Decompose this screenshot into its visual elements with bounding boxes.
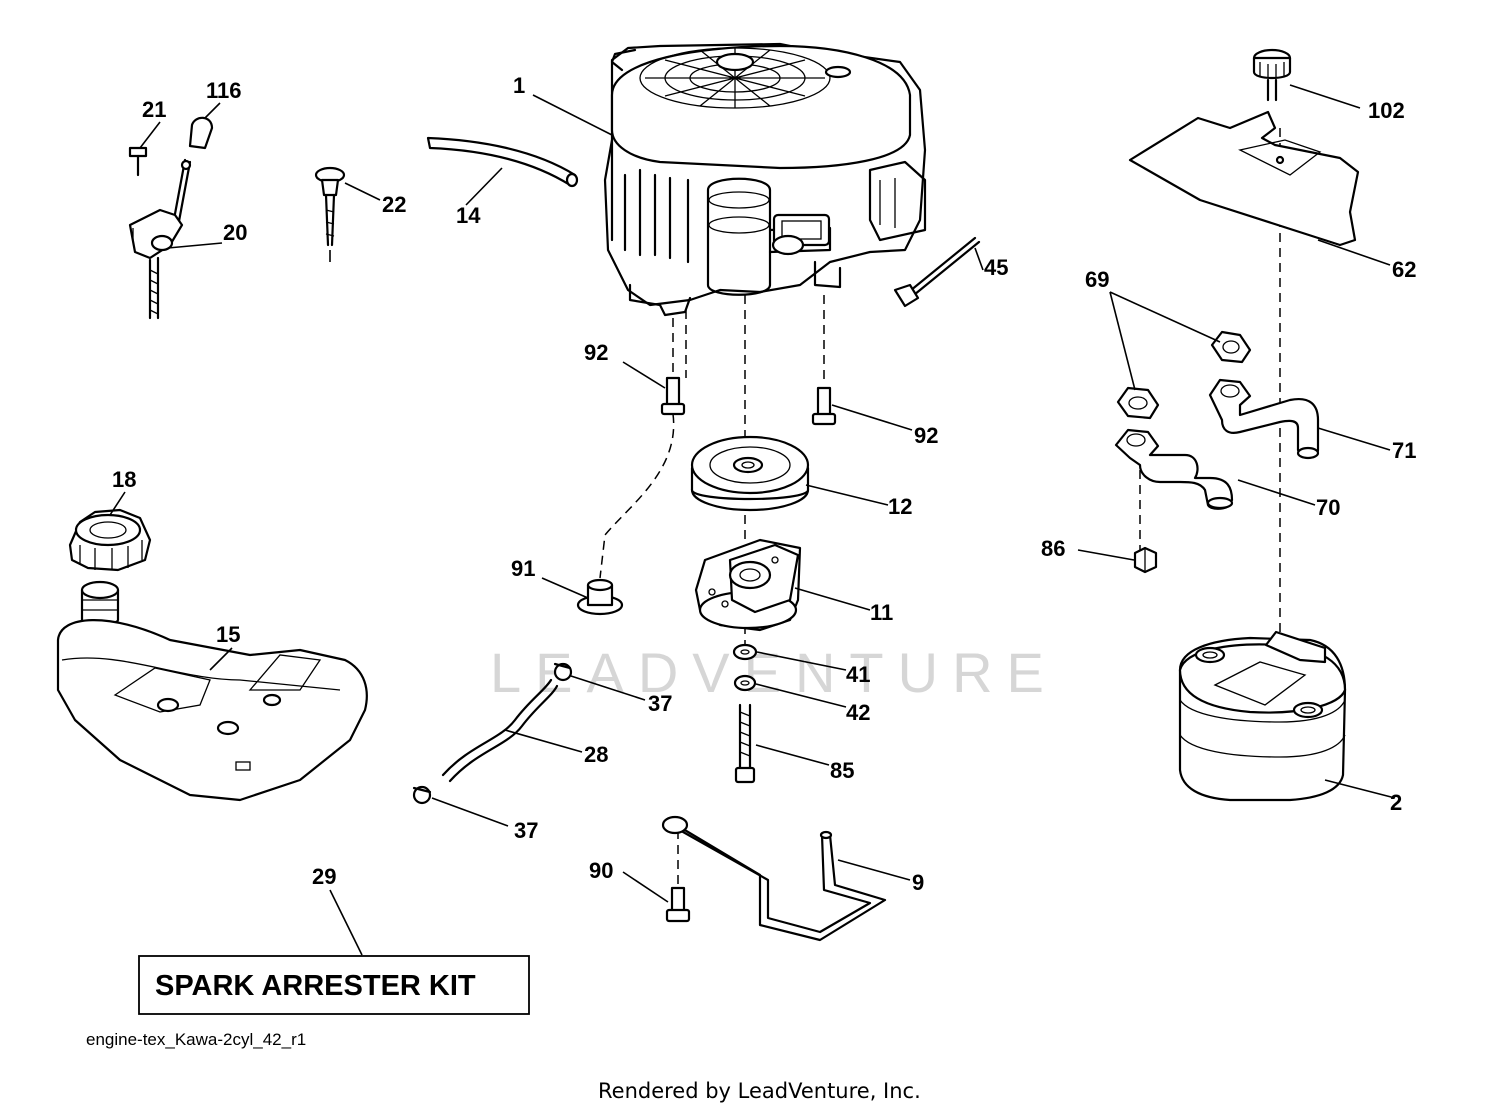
guard-rod xyxy=(661,815,887,942)
callout-grommet: 91 xyxy=(511,556,535,581)
callout-nut-86: 86 xyxy=(1041,536,1065,561)
callout-bolt-85: 85 xyxy=(830,758,854,783)
callout-bolt-90: 90 xyxy=(589,858,613,883)
callout-screw-102: 102 xyxy=(1368,98,1405,123)
callout-fuel-cap: 18 xyxy=(112,467,136,492)
callout-clamp-lower: 37 xyxy=(514,818,538,843)
diagram-file-name: engine-tex_Kawa-2cyl_42_r1 xyxy=(86,1030,306,1049)
washer-42-shape xyxy=(733,674,757,692)
callout-choke-knob: 22 xyxy=(382,192,406,217)
callout-fuel-hose: 28 xyxy=(584,742,608,767)
breather-fitting xyxy=(893,236,981,308)
callout-exhaust-pipe-70: 70 xyxy=(1316,495,1340,520)
heat-shield xyxy=(1128,110,1360,247)
clutch-bolt xyxy=(734,703,756,784)
callout-throttle-bracket: 20 xyxy=(223,220,247,245)
callout-exhaust-pipe-71: 71 xyxy=(1392,438,1416,463)
fuel-tank xyxy=(56,580,368,802)
callout-guard-rod: 9 xyxy=(912,870,924,895)
callout-engine: 1 xyxy=(513,73,525,98)
electric-clutch xyxy=(694,538,802,632)
fuel-cap xyxy=(68,508,152,572)
callout-knob-116: 116 xyxy=(206,78,242,103)
drive-pulley xyxy=(690,435,810,512)
callout-bolt-92-right: 92 xyxy=(914,423,938,448)
engine-illustration xyxy=(603,42,927,317)
callout-breather: 45 xyxy=(984,255,1008,280)
exhaust-pipe-70 xyxy=(1114,428,1234,510)
callout-bolt-92-left: 92 xyxy=(584,340,608,365)
callout-pulley: 12 xyxy=(888,494,912,519)
grommet xyxy=(576,578,624,616)
render-credit: Rendered by LeadVenture, Inc. xyxy=(598,1079,921,1103)
watermark: LEADVENTURE xyxy=(490,641,1058,704)
callout-fuel-line-top: 14 xyxy=(456,203,481,228)
muffler xyxy=(1178,630,1347,802)
callout-clutch: 11 xyxy=(870,600,893,625)
callout-heat-shield: 62 xyxy=(1392,257,1416,282)
callout-clamp-upper: 37 xyxy=(648,691,672,716)
washer-41-shape xyxy=(732,643,758,661)
guard-bolt xyxy=(665,886,691,923)
callout-spark-arrester-kit: 29 xyxy=(312,864,336,889)
callout-washer-42: 42 xyxy=(846,700,870,725)
callout-bolt-21: 21 xyxy=(142,97,166,122)
spark-arrester-kit-label: SPARK ARRESTER KIT xyxy=(155,970,476,1002)
engine-mount-bolts xyxy=(660,376,837,426)
callout-fuel-tank: 15 xyxy=(216,622,240,647)
exhaust-gaskets xyxy=(1116,330,1252,420)
callout-gasket: 69 xyxy=(1085,267,1109,292)
callout-muffler: 2 xyxy=(1390,790,1402,815)
choke-knob xyxy=(314,166,346,262)
exhaust-nut xyxy=(1133,546,1158,574)
callout-washer-41: 41 xyxy=(846,662,870,687)
shield-screw xyxy=(1252,48,1292,102)
exhaust-pipe-71 xyxy=(1208,378,1320,460)
throttle-assembly xyxy=(128,116,214,320)
fuel-line-tube xyxy=(426,136,577,187)
callout-labels: 1 116 21 20 22 14 45 92 92 12 91 11 41 4… xyxy=(112,73,1416,895)
leader-lines xyxy=(109,84,1396,956)
spark-arrester-kit-box xyxy=(138,955,530,1015)
fuel-hose xyxy=(412,662,573,805)
